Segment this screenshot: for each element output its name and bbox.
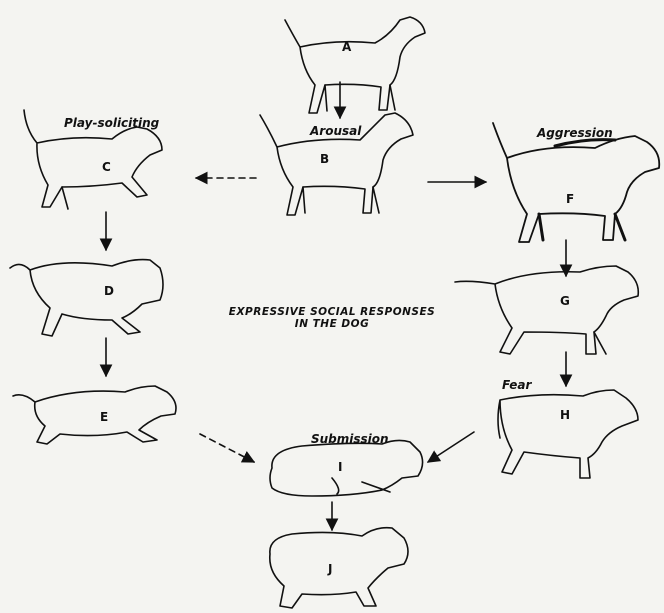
dog-a-figure	[285, 17, 425, 113]
dog-j-figure	[270, 528, 408, 608]
label-aggression: Aggression	[537, 126, 613, 140]
arrow-h-to-i	[428, 432, 474, 462]
dog-g-label: G	[560, 294, 570, 308]
dog-b-label: B	[320, 152, 329, 166]
dog-h-figure	[498, 390, 638, 478]
diagram-title: EXPRESSIVE SOCIAL RESPONSES IN THE DOG	[207, 306, 457, 330]
dog-j-label: J	[328, 562, 332, 576]
dog-g-figure	[455, 266, 638, 354]
dog-e-label: E	[100, 410, 108, 424]
dog-f-label: F	[566, 192, 574, 206]
dog-h-label: H	[560, 408, 570, 422]
label-play-soliciting: Play-soliciting	[64, 116, 159, 130]
label-fear: Fear	[502, 378, 531, 392]
dog-d-figure	[10, 260, 163, 336]
label-arousal: Arousal	[310, 124, 361, 138]
dog-f-figure	[493, 123, 659, 242]
dog-a-label: A	[342, 40, 351, 54]
diagram-title-line-1: EXPRESSIVE SOCIAL RESPONSES	[207, 306, 457, 318]
dog-i-figure	[270, 440, 423, 496]
arrow-e-to-i	[200, 434, 254, 462]
dog-e-figure	[13, 386, 176, 444]
label-submission: Submission	[311, 432, 389, 446]
dog-c-label: C	[102, 160, 111, 174]
dog-d-label: D	[104, 284, 114, 298]
dog-i-label: I	[338, 460, 342, 474]
diagram-title-line-2: IN THE DOG	[207, 318, 457, 330]
